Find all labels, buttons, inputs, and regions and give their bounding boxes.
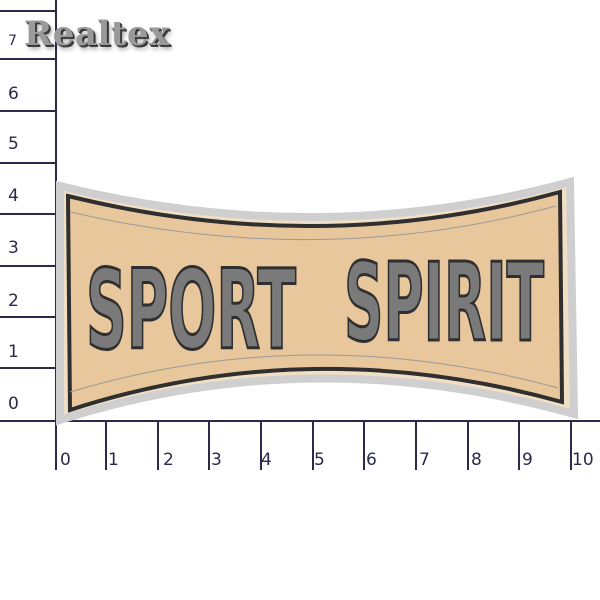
ruler-line <box>0 162 55 164</box>
x-tick <box>208 420 210 470</box>
x-tick <box>467 420 469 470</box>
ruler-line <box>0 316 55 318</box>
y-axis <box>55 0 57 470</box>
ruler-line <box>0 265 55 267</box>
x-tick <box>363 420 365 470</box>
x-tick <box>157 420 159 470</box>
x-tick <box>415 420 417 470</box>
x-label: 3 <box>211 450 222 470</box>
ruler-line <box>0 110 55 112</box>
y-label: 4 <box>8 186 19 206</box>
x-label: 4 <box>261 450 272 470</box>
ruler-line <box>0 213 55 215</box>
y-label: 5 <box>8 134 19 154</box>
x-tick <box>260 420 262 470</box>
y-label: 2 <box>8 291 19 311</box>
patch-text-sport: SPORT <box>86 246 296 374</box>
brand-logo: Realtex <box>24 14 170 54</box>
x-label: 0 <box>60 450 71 470</box>
x-label: 8 <box>471 450 482 470</box>
x-label: 7 <box>419 450 430 470</box>
patch-text-spirit: SPIRIT <box>344 241 544 366</box>
x-label: 6 <box>366 450 377 470</box>
ruler-line <box>0 10 55 12</box>
x-label: 1 <box>108 450 119 470</box>
y-label: 3 <box>8 238 19 258</box>
x-label: 5 <box>314 450 325 470</box>
y-label: 7 <box>8 33 17 49</box>
x-axis <box>0 420 600 422</box>
x-label: 10 <box>572 450 594 470</box>
y-label: 0 <box>8 394 19 414</box>
y-label: 6 <box>8 84 19 104</box>
x-tick <box>105 420 107 470</box>
x-label: 9 <box>522 450 533 470</box>
x-tick <box>570 420 572 470</box>
x-tick <box>312 420 314 470</box>
ruler-line <box>0 58 55 60</box>
ruler-line <box>0 367 55 369</box>
x-label: 2 <box>163 450 174 470</box>
x-tick <box>518 420 520 470</box>
y-label: 1 <box>8 342 19 362</box>
